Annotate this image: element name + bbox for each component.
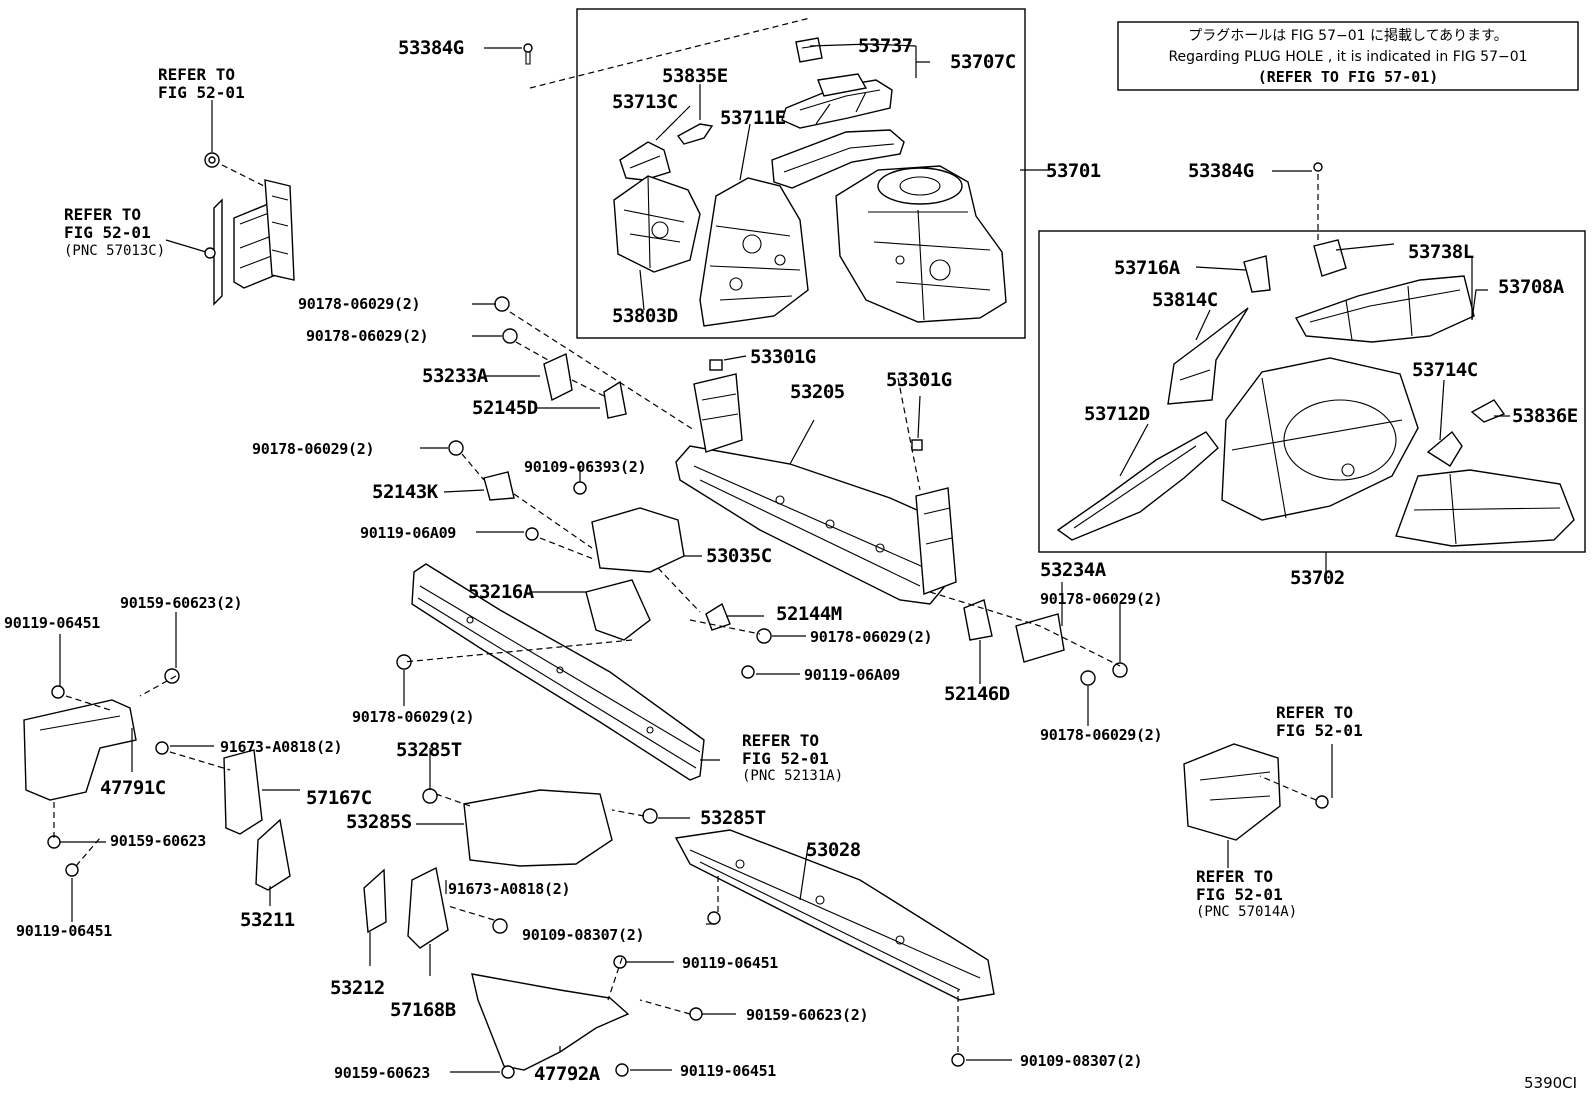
- group-53702-parts: [1056, 162, 1575, 547]
- label-53711E: 53711E: [720, 107, 786, 129]
- label-53707C: 53707C: [950, 51, 1016, 73]
- ref-tl-b-line2: FIG 52-01: [64, 223, 151, 242]
- ref-mid-line2: FIG 52-01: [742, 749, 829, 768]
- label-53301G-right: 53301G: [886, 369, 952, 391]
- label-53216A: 53216A: [468, 581, 535, 603]
- label-90119-06A09-b: 90119-06A09: [804, 666, 900, 684]
- label-91673-A0818-a: 91673-A0818(2): [220, 738, 342, 756]
- label-53701: 53701: [1046, 160, 1101, 182]
- label-90109-06393: 90109-06393(2): [524, 458, 646, 476]
- label-53285T-right: 53285T: [700, 807, 766, 829]
- fasteners: [47, 296, 1329, 1079]
- group-box-53701: [576, 8, 1026, 339]
- notice-line-en: Regarding PLUG HOLE , it is indicated in…: [1168, 49, 1527, 65]
- label-52144M: 52144M: [776, 603, 842, 625]
- label-53035C: 53035C: [706, 545, 772, 567]
- label-53384G-right: 53384G: [1188, 160, 1254, 182]
- ref-tl-b-line3: (PNC 57013C): [64, 243, 165, 259]
- label-53702: 53702: [1290, 567, 1345, 589]
- ref-tl-b-line1: REFER TO: [64, 205, 141, 224]
- label-90159-60623-c: 90159-60623: [334, 1064, 430, 1082]
- label-47791C: 47791C: [100, 777, 166, 799]
- notice-line-jp: プラグホールは FIG 57−01 に掲載してあります。: [1188, 28, 1508, 44]
- lower-member-53028: [674, 829, 995, 1001]
- label-90178-06029-5: 90178-06029(2): [1040, 590, 1162, 608]
- label-90178-06029-4: 90178-06029(2): [810, 628, 932, 646]
- label-90178-06029-1: 90178-06029(2): [298, 295, 420, 313]
- label-53708A: 53708A: [1498, 276, 1565, 298]
- label-52146D: 52146D: [944, 683, 1010, 705]
- ref-mid-line3: (PNC 52131A): [742, 768, 843, 784]
- label-53716A: 53716A: [1114, 257, 1181, 279]
- ref-tl-a-line1: REFER TO: [158, 65, 235, 84]
- bumper-reinforcement: [411, 563, 705, 781]
- ref-r-b-line3: (PNC 57014A): [1196, 904, 1297, 920]
- plug-hole-notice: プラグホールは FIG 57−01 に掲載してあります。 Regarding P…: [1117, 21, 1579, 91]
- label-53205: 53205: [790, 381, 845, 403]
- label-57168B: 57168B: [390, 999, 456, 1021]
- group-box-53702: [1038, 230, 1586, 553]
- label-90159-60623-2: 90159-60623(2): [120, 594, 242, 612]
- label-53285T-left: 53285T: [396, 739, 462, 761]
- label-90119-06451-a: 90119-06451: [4, 614, 100, 632]
- label-53714C: 53714C: [1412, 359, 1478, 381]
- label-52145D: 52145D: [472, 397, 538, 419]
- label-52143K: 52143K: [372, 481, 439, 503]
- notice-line-ref: (REFER TO FIG 57-01): [1258, 68, 1439, 86]
- label-53028: 53028: [806, 839, 861, 861]
- label-91673-A0818-b: 91673-A0818(2): [448, 880, 570, 898]
- group-53701-parts: [484, 17, 1007, 327]
- ref-mid-line1: REFER TO: [742, 731, 819, 750]
- label-53285S: 53285S: [346, 811, 412, 833]
- label-53836E: 53836E: [1512, 405, 1578, 427]
- label-53713C: 53713C: [612, 91, 678, 113]
- label-53233A: 53233A: [422, 365, 489, 387]
- label-90119-06451-b: 90119-06451: [16, 922, 112, 940]
- label-90178-06029-7: 90178-06029(2): [352, 708, 474, 726]
- ref-r-b-line2: FIG 52-01: [1196, 885, 1283, 904]
- part-labels: 53384G 53737 53707C 53835E 53713C 53711E…: [4, 35, 1578, 1085]
- label-57167C: 57167C: [306, 787, 372, 809]
- label-53712D: 53712D: [1084, 403, 1150, 425]
- label-90159-60623-a: 90159-60623: [110, 832, 206, 850]
- label-53384G-left: 53384G: [398, 37, 464, 59]
- label-90178-06029-6: 90178-06029(2): [1040, 726, 1162, 744]
- label-90159-60623-b: 90159-60623(2): [746, 1006, 868, 1024]
- label-53212: 53212: [330, 977, 385, 999]
- label-90119-06A09-a: 90119-06A09: [360, 524, 456, 542]
- ref-r-b-line1: REFER TO: [1196, 867, 1273, 886]
- label-53803D: 53803D: [612, 305, 678, 327]
- label-90109-08307-b: 90109-08307(2): [1020, 1052, 1142, 1070]
- label-53211: 53211: [240, 909, 295, 931]
- label-53301G-left: 53301G: [750, 346, 816, 368]
- figure-code: 5390CI: [1524, 1074, 1577, 1092]
- label-53835E: 53835E: [662, 65, 728, 87]
- label-90119-06451-c: 90119-06451: [682, 954, 778, 972]
- label-90119-06451-d: 90119-06451: [680, 1062, 776, 1080]
- label-90178-06029-2: 90178-06029(2): [306, 327, 428, 345]
- label-90178-06029-3: 90178-06029(2): [252, 440, 374, 458]
- label-53234A: 53234A: [1040, 559, 1107, 581]
- label-90109-08307-a: 90109-08307(2): [522, 926, 644, 944]
- left-brackets: [23, 352, 1281, 1071]
- ref-tl-a-line2: FIG 52-01: [158, 83, 245, 102]
- cross-member-53205: [675, 359, 957, 605]
- leader-lines: [59, 43, 1510, 1073]
- label-47792A: 47792A: [534, 1063, 601, 1085]
- assembly-lines: [53, 311, 1317, 1052]
- label-53814C: 53814C: [1152, 289, 1218, 311]
- bracket-assembly-left: [165, 100, 295, 306]
- label-53738L: 53738L: [1408, 241, 1474, 263]
- ref-r-a-line2: FIG 52-01: [1276, 721, 1363, 740]
- label-53737: 53737: [858, 35, 913, 57]
- ref-r-a-line1: REFER TO: [1276, 703, 1353, 722]
